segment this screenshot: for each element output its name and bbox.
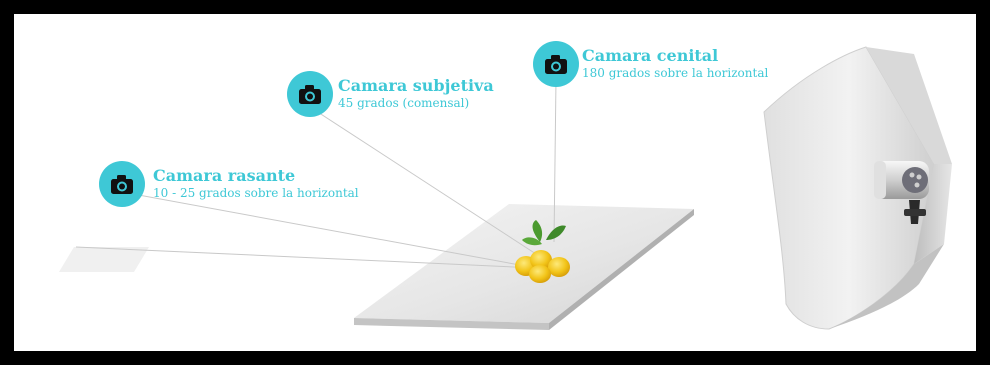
camera-cenital-title: Camara cenital: [582, 46, 719, 65]
photo-setup-scene: [59, 41, 952, 330]
softbox-light: [763, 46, 952, 330]
sight-line-rasante: [121, 191, 537, 269]
camera-icon: [99, 161, 145, 207]
camera-subjetiva-subtitle: 45 grados (comensal): [338, 96, 470, 110]
camera-rasante-subtitle: 10 - 25 grados sobre la horizontal: [153, 186, 359, 200]
camera-subjetiva-title: Camara subjetiva: [338, 76, 494, 95]
camera-cenital-subtitle: 180 grados sobre la horizontal: [582, 66, 769, 80]
camera-icon: [533, 41, 579, 87]
diagram-canvas: Camara rasante 10 - 25 grados sobre la h…: [14, 14, 976, 351]
camera-rasante-title: Camara rasante: [153, 166, 296, 185]
sight-lines: [75, 78, 557, 269]
floor-reflection: [59, 247, 149, 272]
sight-line-subjetiva: [309, 106, 537, 255]
camera-icon: [287, 71, 333, 117]
sight-line-cenital: [553, 78, 557, 243]
lemons-subject: [515, 220, 570, 283]
sight-line-rasante-ground: [75, 246, 537, 269]
